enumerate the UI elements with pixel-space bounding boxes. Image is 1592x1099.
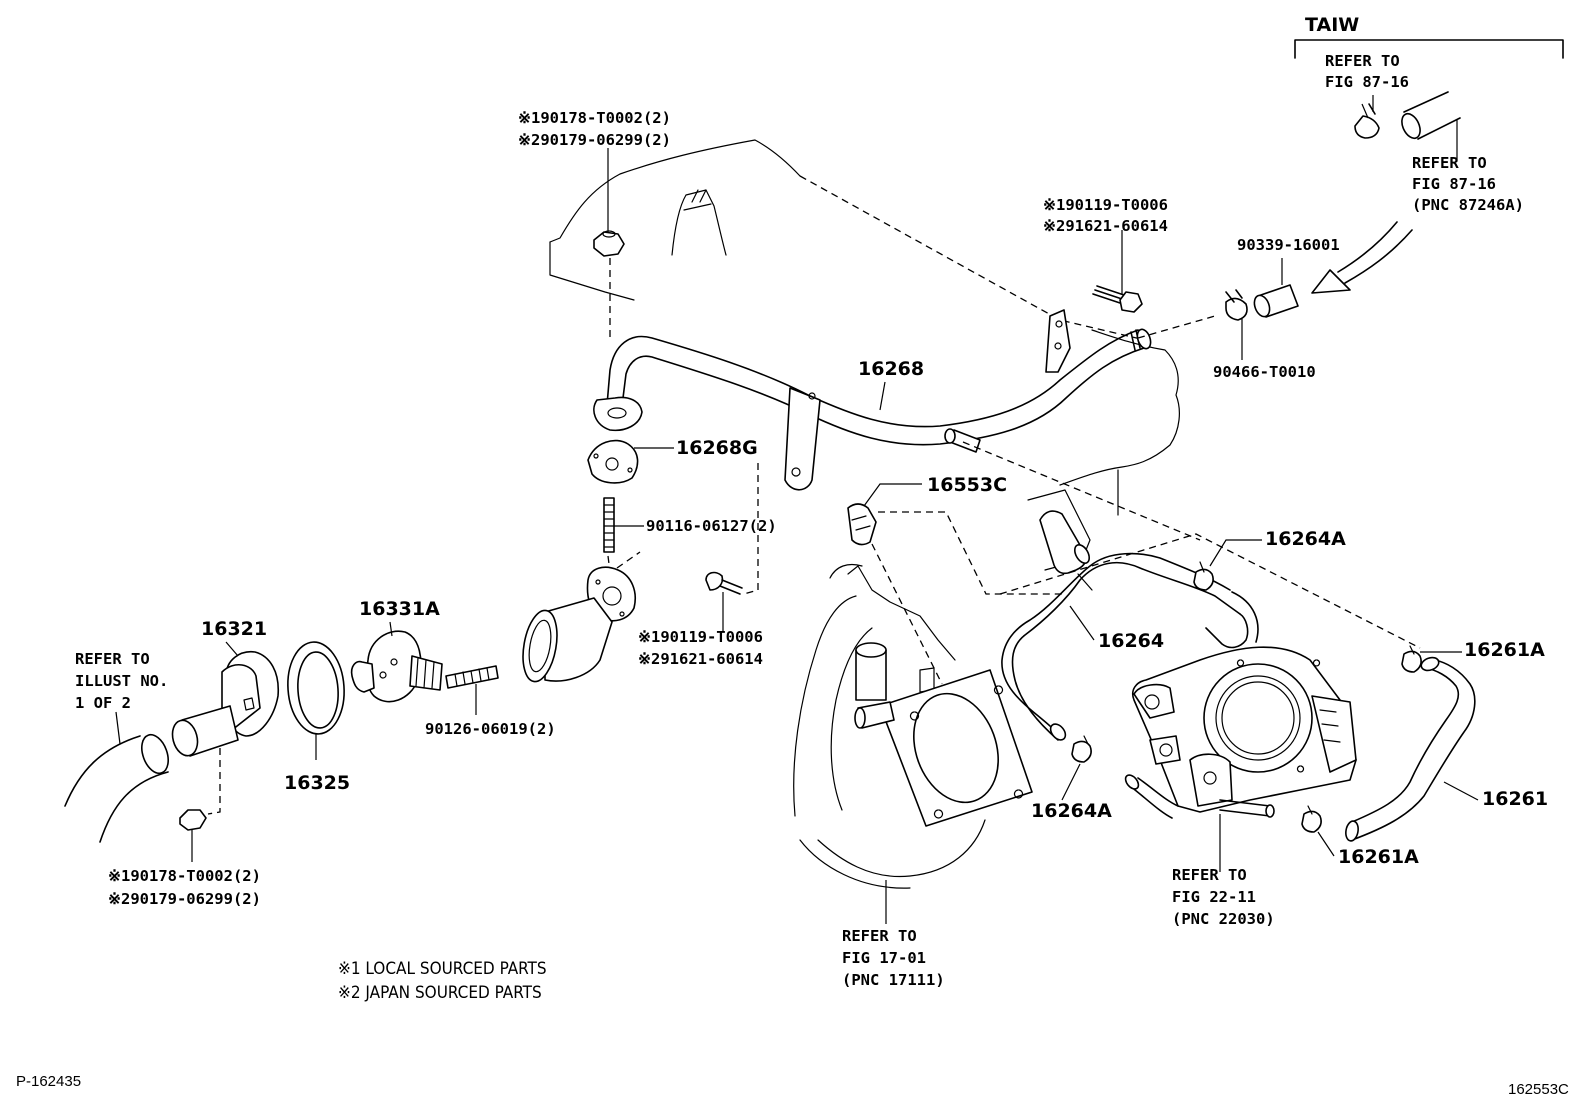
gasket-16268g [587,439,639,484]
part-16261a-top: 16261A [1464,639,1545,661]
thermostat-16331a [350,630,443,703]
thermostat-housing [522,566,636,683]
water-inlet-16321 [171,651,280,757]
taiw-hose [1354,91,1461,140]
clamp-16264a-top [1193,561,1214,591]
clamp-16261a-bottom [1301,805,1322,833]
part-16553c: 16553C [927,474,1007,496]
part-16321: 16321 [201,618,267,640]
clamp-16264a-bottom [1071,735,1092,763]
gasket-16325 [287,641,345,735]
part-90126-06019: 90126-06019(2) [425,720,556,738]
throttle-body [1124,646,1357,819]
radiator-hose [64,733,169,843]
clamp-16261a-top [1401,645,1422,673]
water-pipe-16268 [593,328,1152,491]
stud-90126 [445,665,499,689]
refer-illust-no: REFER TO ILLUST NO. 1 OF 2 [75,650,178,712]
top-nut-callout: ※190178-T0002(2) ※290179-06299(2) [518,109,680,149]
bottom-nut-callout: ※190178-T0002(2) ※290179-06299(2) [108,867,270,908]
direction-arrow-icon [1311,221,1413,294]
hose-16264 [1001,552,1259,741]
hose-plug-90339 [1253,284,1299,318]
part-16264a-top: 16264A [1265,528,1346,550]
intake-lower [793,563,986,889]
part-16268: 16268 [858,358,924,380]
part-90466-t0010: 90466-T0010 [1213,363,1316,381]
part-16261a-bottom: 16261A [1338,846,1419,868]
clamp-90466 [1225,289,1248,321]
refer-fig-87-16-a: REFER TO FIG 87-16 [1325,52,1409,91]
legend-local-sourced: ※1 LOCAL SOURCED PARTS [338,959,547,979]
footer-right-code: 162553C [1508,1081,1569,1098]
flange-nut-bottom [179,809,207,831]
clamp-16553c [847,503,877,546]
part-90339-16001: 90339-16001 [1237,236,1340,254]
taiw-label: TAIW [1305,14,1359,36]
hose-16261 [1345,656,1476,842]
bolt-mid [705,571,743,595]
part-16264a-bottom: 16264A [1031,800,1112,822]
refer-fig-22-11: REFER TO FIG 22-11 (PNC 22030) [1172,866,1275,928]
part-16261: 16261 [1482,788,1548,810]
throttle-gasket [854,669,1033,827]
part-90116-06127: 90116-06127(2) [646,517,777,535]
mid-bolt-callout: ※190119-T0006 ※291621-60614 [638,628,772,668]
intake-manifold-outline [549,139,1180,575]
part-16325: 16325 [284,772,350,794]
refer-fig-17-01: REFER TO FIG 17-01 (PNC 17111) [842,927,945,989]
bolt-top-right [1092,285,1143,313]
part-16268g: 16268G [676,437,758,459]
pipe-bracket-right [1045,309,1071,373]
part-16331a: 16331A [359,598,440,620]
part-16264: 16264 [1098,630,1164,652]
stud-90116 [603,497,615,553]
footer-left-code: P-162435 [16,1073,81,1090]
legend-japan-sourced: ※2 JAPAN SOURCED PARTS [338,983,542,1003]
refer-fig-87-16-b: REFER TO FIG 87-16 (PNC 87246A) [1412,154,1524,214]
taiw-bracket: TAIW [1294,14,1564,59]
top-bolt-callout: ※190119-T0006 ※291621-60614 [1043,196,1177,235]
flange-nut-top [593,230,625,257]
